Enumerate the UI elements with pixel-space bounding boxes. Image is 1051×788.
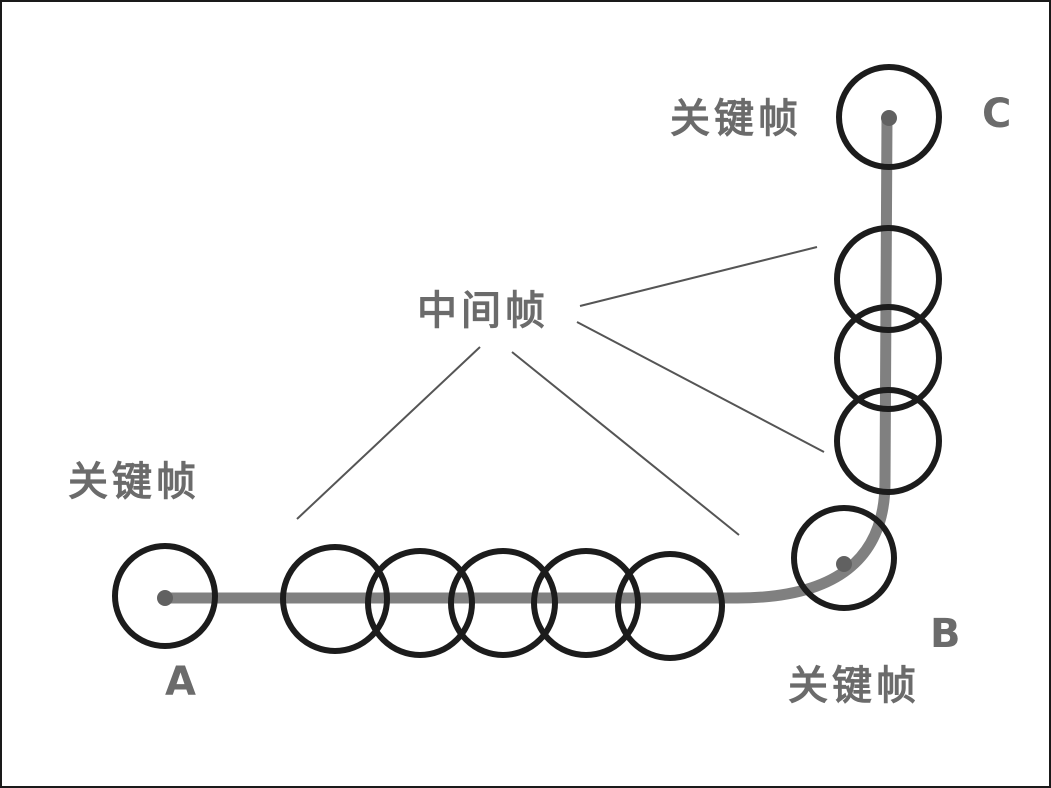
point-c-label: C <box>982 91 1011 137</box>
keyframe-c-label: 关键帧 <box>670 96 802 142</box>
inbetween-label: 中间帧 <box>417 288 549 334</box>
keyframe-b-label: 关键帧 <box>788 663 920 709</box>
inbetween-circle-1 <box>280 544 390 654</box>
keyframe-b-circle <box>791 505 897 611</box>
inbetween-circle-4 <box>531 548 641 658</box>
inbetween-circle-2 <box>365 548 475 658</box>
leader-line-3 <box>579 246 818 307</box>
leader-line-1 <box>296 346 481 520</box>
keyframe-c-dot <box>881 110 897 126</box>
motion-path <box>159 111 893 604</box>
leader-line-4 <box>576 321 825 453</box>
leader-line-2 <box>511 351 740 536</box>
inbetween-circle-7 <box>834 304 942 412</box>
keyframe-a-circle <box>112 543 218 649</box>
point-b-label: B <box>930 611 961 657</box>
keyframe-c-circle <box>836 64 942 170</box>
keyframe-a-label: 关键帧 <box>68 459 200 505</box>
keyframe-a-dot <box>157 590 173 606</box>
inbetween-circle-6 <box>834 225 942 333</box>
point-a-label: A <box>165 659 196 705</box>
inbetween-circle-5 <box>615 551 725 661</box>
inbetween-circle-8 <box>834 387 942 495</box>
keyframe-b-dot <box>836 556 852 572</box>
inbetween-circle-3 <box>448 548 558 658</box>
